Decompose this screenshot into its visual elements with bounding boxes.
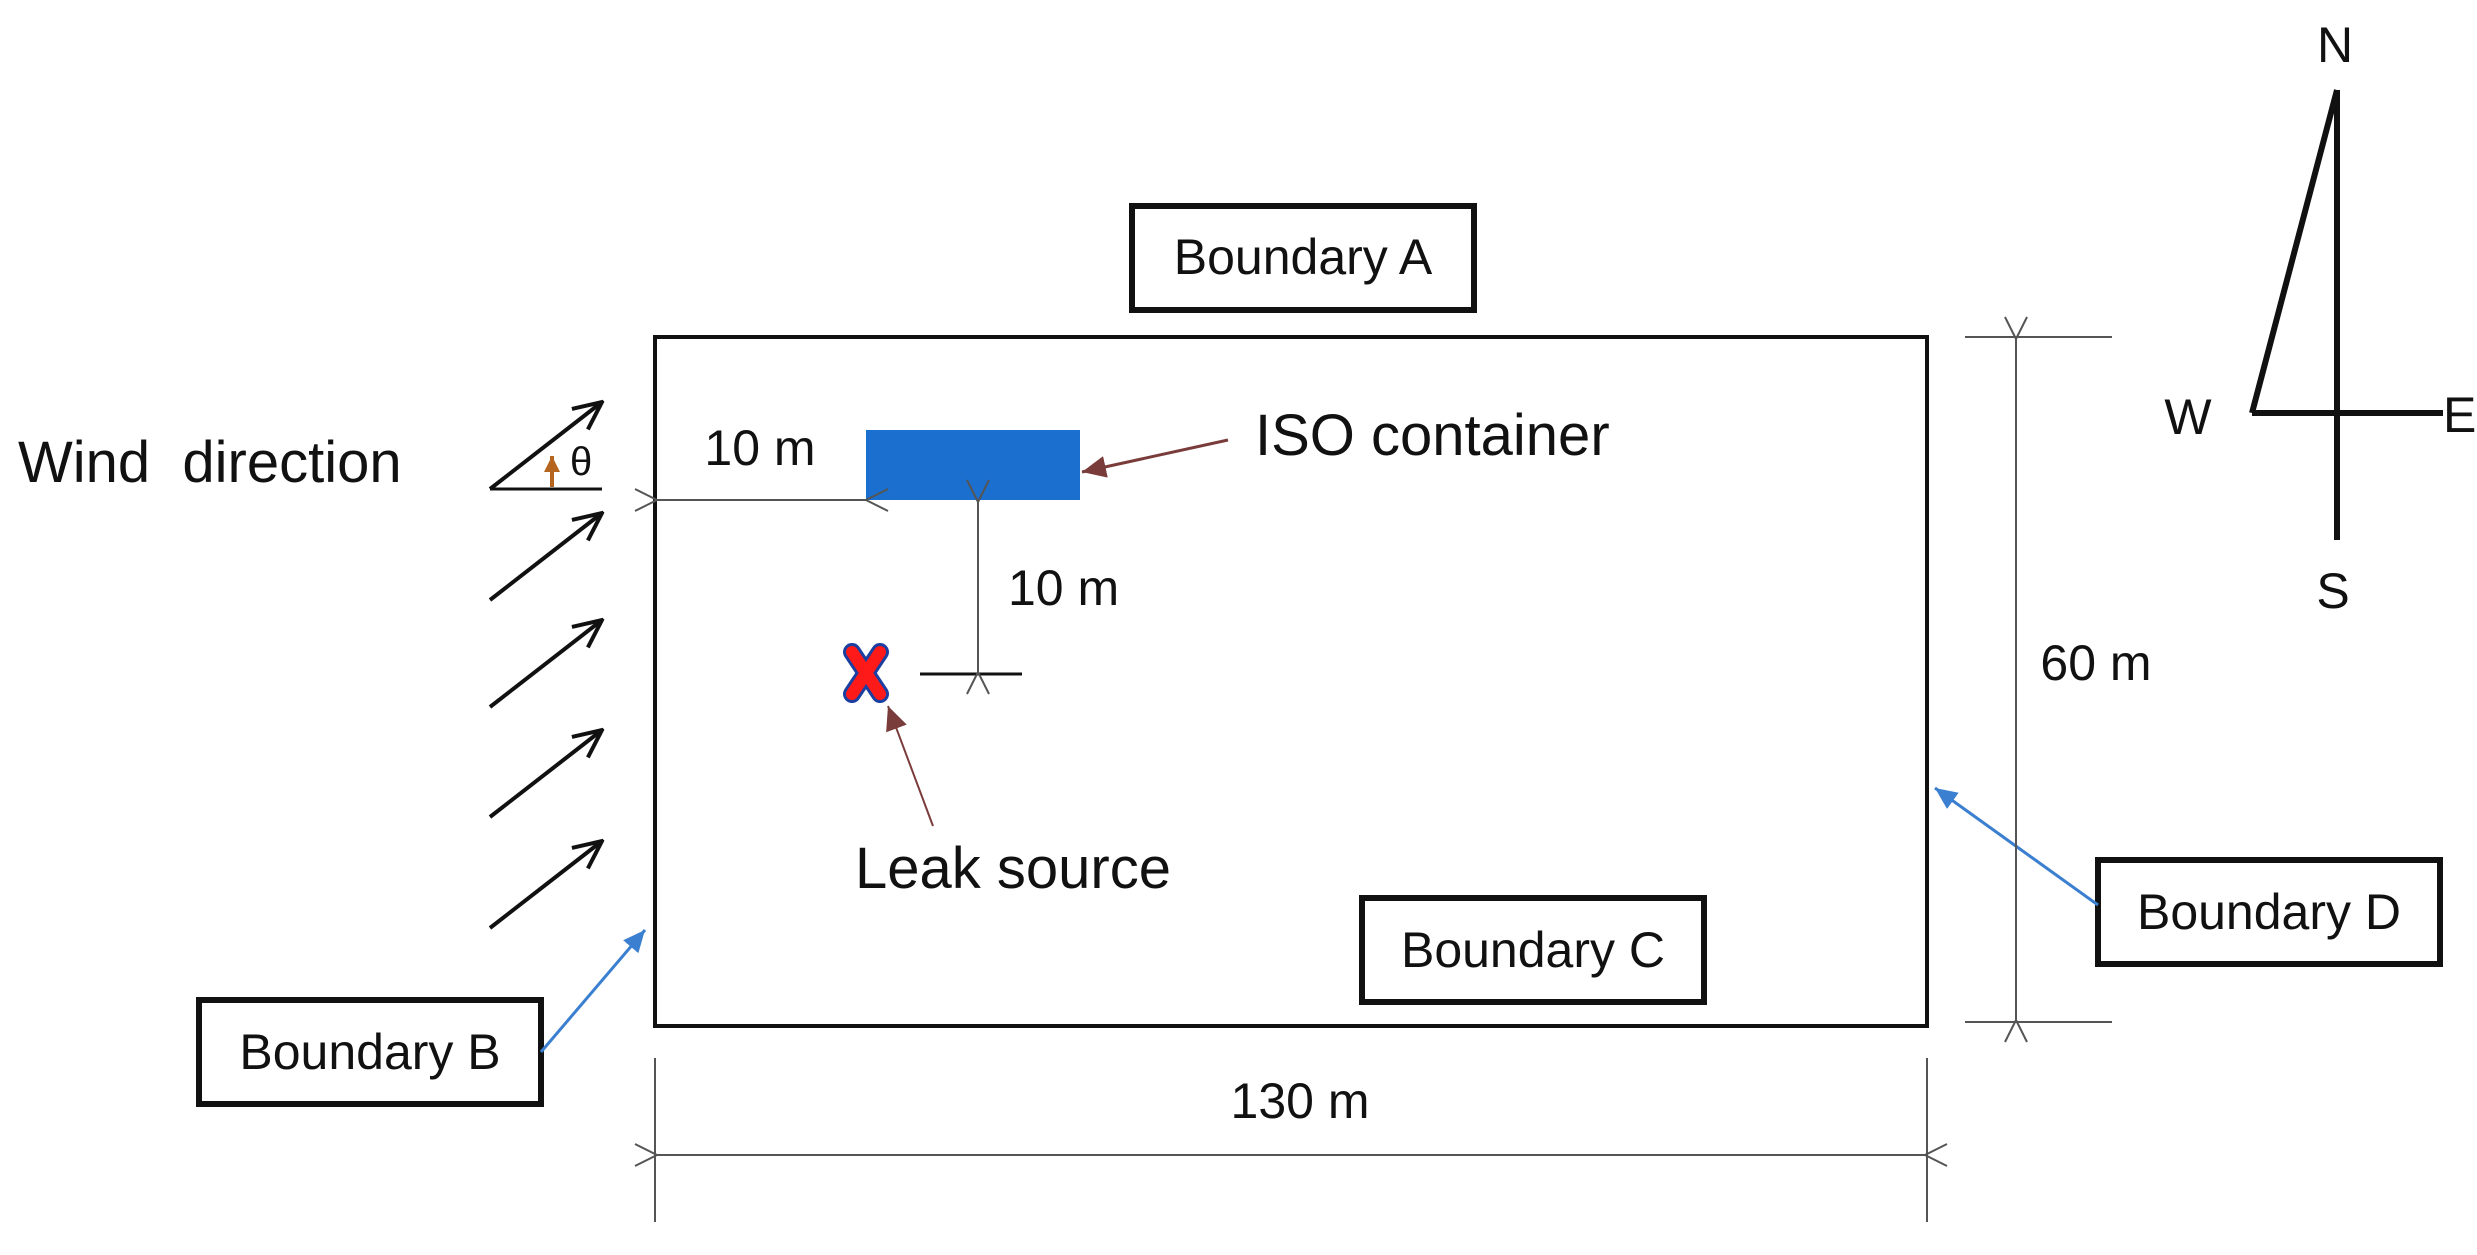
theta-indicator: θ xyxy=(490,440,602,491)
boundary-c-box: Boundary C xyxy=(1359,895,1707,1005)
compass-icon: N S W E xyxy=(2164,17,2476,619)
wind-arrow xyxy=(488,513,602,602)
boundary-d-label: Boundary D xyxy=(2137,884,2401,940)
leak-source-marker xyxy=(843,643,889,703)
wind-arrow xyxy=(488,841,602,930)
wind-arrows xyxy=(488,402,602,930)
wind-arrow xyxy=(488,620,602,709)
boundary-b-pointer xyxy=(539,929,647,1053)
iso-container-label: ISO container xyxy=(1255,403,1610,468)
wind-arrow xyxy=(488,402,602,491)
leak-source-label: Leak source xyxy=(855,836,1171,901)
dimension-container-offset-label: 10 m xyxy=(704,420,815,476)
dimension-container-to-leak-label: 10 m xyxy=(1008,560,1119,616)
boundary-d-box: Boundary D xyxy=(2095,857,2443,967)
iso-container-pointer xyxy=(1081,438,1229,478)
boundary-a-label: Boundary A xyxy=(1174,229,1433,285)
boundary-a-box: Boundary A xyxy=(1129,203,1477,313)
boundary-c-label: Boundary C xyxy=(1401,922,1665,978)
compass-north: N xyxy=(2317,17,2353,73)
boundary-b-label: Boundary B xyxy=(239,1024,500,1080)
dimension-domain-width-label: 130 m xyxy=(1231,1073,1370,1129)
dimension-container-offset: 10 m xyxy=(657,420,866,500)
boundary-b-box: Boundary B xyxy=(196,997,544,1107)
dimension-domain-height-label: 60 m xyxy=(2040,635,2151,691)
iso-container xyxy=(866,430,1080,500)
compass-west: W xyxy=(2164,389,2212,445)
computational-domain xyxy=(653,335,1929,1028)
dimension-domain-width: 130 m xyxy=(655,1058,1927,1222)
wind-arrow xyxy=(488,730,602,819)
dimension-domain-height: 60 m xyxy=(1965,337,2152,1022)
leak-source-pointer xyxy=(886,705,934,827)
dimension-container-to-leak: 10 m xyxy=(920,502,1119,674)
compass-south: S xyxy=(2316,563,2349,619)
compass-east: E xyxy=(2443,387,2476,443)
wind-direction-label: Wind direction xyxy=(18,430,402,495)
theta-symbol: θ xyxy=(570,440,592,484)
